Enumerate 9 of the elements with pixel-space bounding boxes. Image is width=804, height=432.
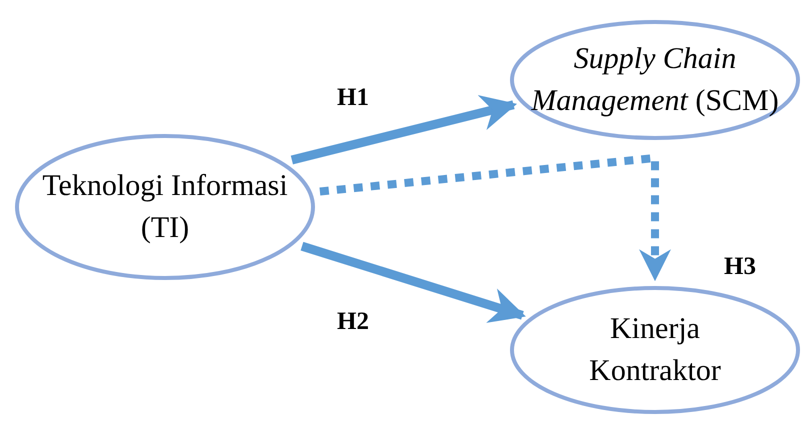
arrow xyxy=(290,95,518,164)
node-label: Kinerja Kontraktor xyxy=(588,311,722,389)
node-label: Teknologi Informasi (TI) xyxy=(41,168,289,246)
ellipse-node xyxy=(510,20,800,140)
ellipse-node xyxy=(510,286,800,414)
ellipse-node xyxy=(15,134,315,280)
arrow xyxy=(320,154,671,282)
arrow xyxy=(300,242,526,323)
node-label: Supply Chain Management (SCM) xyxy=(530,41,780,119)
